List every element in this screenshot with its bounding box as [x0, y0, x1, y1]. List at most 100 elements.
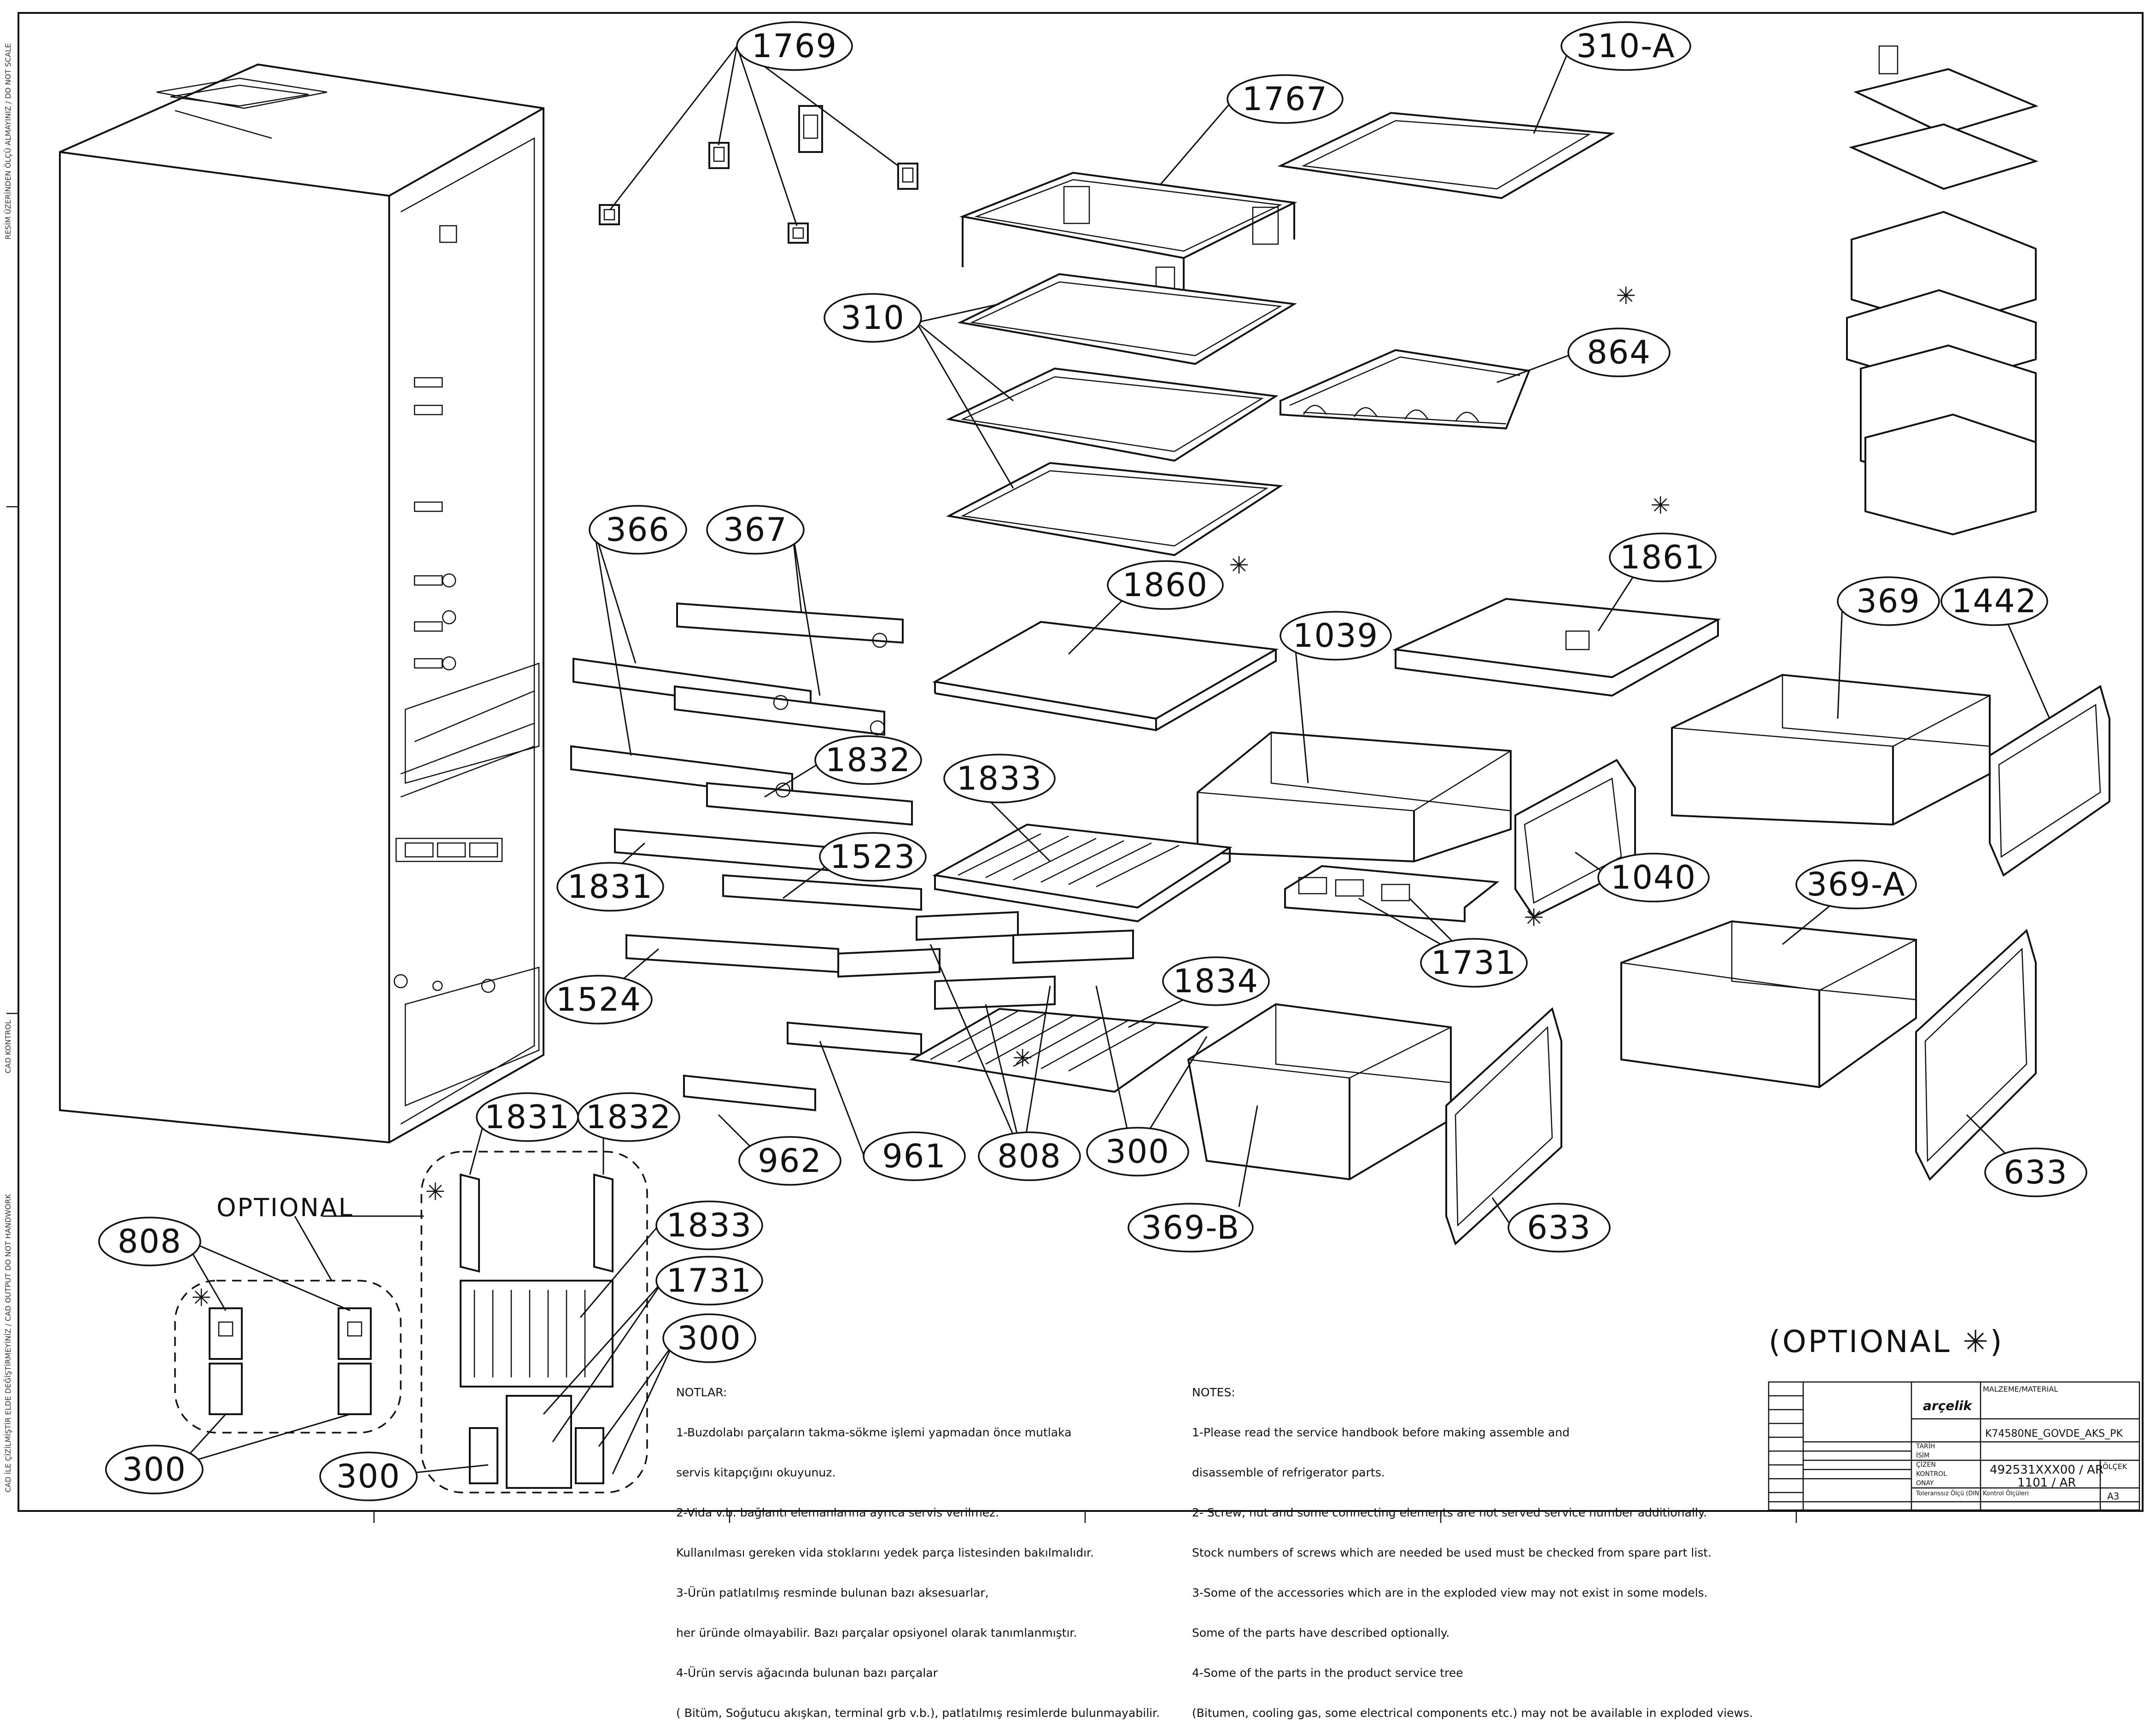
optional-label: OPTIONAL: [216, 1193, 354, 1222]
notes-english-line: 3-Some of the accessories which are in t…: [1192, 1586, 1708, 1599]
callout-1832-optional: 1832: [577, 1092, 680, 1142]
svg-text:1832: 1832: [586, 1098, 672, 1136]
callout-633-middle: 633: [1507, 1203, 1611, 1253]
callout-808-optional: 808: [98, 1217, 201, 1266]
refrigerator-cabinet: [59, 63, 544, 1144]
title-block-surface: Kontrol Ölçüleri: [1983, 1490, 2029, 1497]
svg-text:310: 310: [841, 299, 905, 337]
callout-369: 369: [1837, 576, 1940, 626]
svg-text:1833: 1833: [957, 760, 1042, 797]
drawer-front-1442: [1989, 685, 2110, 877]
notes-english-line: Stock numbers of screws which are needed…: [1192, 1546, 1712, 1559]
svg-text:300: 300: [677, 1319, 742, 1357]
optional-legend: (OPTIONAL ✳): [1769, 1324, 2004, 1359]
svg-text:✳: ✳: [1650, 492, 1671, 520]
svg-text:1834: 1834: [1173, 962, 1259, 1000]
title-block-row-label: KONTROL: [1916, 1470, 1947, 1478]
svg-text:369-A: 369-A: [1806, 866, 1905, 903]
shelf-frames-310: [946, 273, 1297, 556]
ice-trays-808: [837, 911, 1134, 1010]
svg-text:1769: 1769: [752, 27, 837, 65]
svg-text:✳: ✳: [1012, 1045, 1033, 1072]
optional-drawer-kit-parts: [460, 1173, 613, 1489]
callout-300-optional-center: 300: [319, 1452, 418, 1501]
callout-367: 367: [706, 505, 805, 555]
frame-zone-ticks: [6, 506, 1797, 1523]
callout-1831-optional: 1831: [476, 1092, 579, 1142]
callout-1833-main: 1833: [943, 754, 1056, 803]
title-block-row-label: İSİM: [1916, 1452, 1930, 1459]
svg-text:300: 300: [1105, 1133, 1170, 1171]
callout-300-optional-right: 300: [662, 1313, 756, 1363]
callout-1731-main: 1731: [1420, 938, 1528, 988]
svg-text:1831: 1831: [567, 868, 653, 906]
callout-310-a: 310-A: [1560, 21, 1691, 71]
notes-turkish-line: 1-Buzdolabı parçaların takma-sökme işlem…: [676, 1426, 1072, 1439]
callout-864: 864: [1567, 328, 1671, 377]
drawer-369-a: [1620, 920, 1917, 1089]
svg-text:808: 808: [997, 1137, 1062, 1175]
drawer-369: [1671, 673, 1991, 826]
optional-star-markers: ✳ ✳ ✳ ✳ ✳ ✳ ✳: [191, 282, 1671, 1312]
svg-text:367: 367: [723, 511, 788, 549]
title-block-part-number: 492531XXX00 / AR: [1990, 1463, 2103, 1477]
svg-text:1832: 1832: [825, 741, 911, 779]
title-block-row-label: ÇİZEN: [1916, 1461, 1936, 1469]
callout-1524: 1524: [545, 975, 653, 1025]
callout-1832-main: 1832: [814, 735, 922, 785]
svg-text:1833: 1833: [666, 1206, 752, 1244]
title-block-row-label: TARİH: [1916, 1443, 1935, 1450]
notes-english-line: disassemble of refrigerator parts.: [1192, 1466, 1385, 1479]
drawer-front-633-middle: [1445, 1007, 1562, 1246]
svg-text:✳: ✳: [1616, 282, 1636, 310]
svg-text:808: 808: [117, 1223, 182, 1260]
svg-text:962: 962: [758, 1142, 822, 1180]
notes-turkish-line: servis kitapçığını okuyunuz.: [676, 1466, 836, 1479]
optional-808-300-parts: [209, 1307, 372, 1415]
callout-366: 366: [589, 505, 687, 555]
svg-text:1731: 1731: [666, 1262, 752, 1300]
svg-text:366: 366: [606, 511, 670, 549]
notes-english-line: 2- Screw, nut and some connecting elemen…: [1192, 1506, 1707, 1519]
callout-961: 961: [863, 1131, 966, 1181]
svg-text:633: 633: [1527, 1209, 1591, 1247]
title-block-tolerance: Toleranssız Ölçü (DIN): [1916, 1490, 1982, 1497]
tray-1833: [932, 823, 1233, 923]
svg-text:961: 961: [882, 1137, 947, 1175]
notes-english-line: Some of the parts have described optiona…: [1192, 1626, 1450, 1639]
callout-1039: 1039: [1280, 611, 1392, 661]
callout-1442: 1442: [1940, 576, 2048, 626]
svg-text:1524: 1524: [556, 981, 642, 1019]
glass-shelf-1767: [959, 171, 1297, 296]
glass-shelf-310-a: [1277, 111, 1615, 199]
notes-turkish-title: NOTLAR:: [676, 1386, 727, 1399]
svg-text:✳: ✳: [1524, 904, 1544, 932]
svg-text:1039: 1039: [1293, 617, 1379, 655]
svg-text:310-A: 310-A: [1576, 27, 1675, 65]
notes-english-line: (Bitumen, cooling gas, some electrical c…: [1192, 1706, 1753, 1720]
wire-rack-864: [1280, 349, 1531, 430]
callout-962: 962: [738, 1136, 841, 1186]
notes-english-title: NOTES:: [1192, 1386, 1235, 1399]
assembly-overview: [1846, 45, 2039, 536]
callout-300-optional-left: 300: [105, 1445, 204, 1494]
notes-english: NOTES: 1-Please read the service handboo…: [1192, 1359, 1753, 1733]
svg-text:1040: 1040: [1611, 859, 1696, 896]
wire-shelf-1834: [909, 1007, 1209, 1093]
boxes-1731: [1284, 865, 1500, 923]
callout-633-right: 633: [1984, 1148, 2087, 1197]
svg-text:300: 300: [336, 1458, 401, 1495]
notes-turkish-line: Kullanılması gereken vida stoklarını yed…: [676, 1546, 1094, 1559]
svg-text:633: 633: [2004, 1153, 2068, 1191]
title-block-material-label: MALZEME/MATERIAL: [1983, 1385, 2058, 1393]
callout-1861: 1861: [1609, 533, 1717, 582]
svg-text:1523: 1523: [830, 838, 916, 876]
title-block-logo: arçelik: [1923, 1398, 1972, 1413]
notes-turkish-line: 3-Ürün patlatılmış resminde bulunan bazı…: [676, 1586, 989, 1599]
callout-1767: 1767: [1227, 74, 1344, 124]
title-block-scale-value: A3: [2107, 1491, 2120, 1502]
svg-text:1831: 1831: [485, 1098, 570, 1136]
svg-text:300: 300: [122, 1451, 187, 1488]
callout-1523: 1523: [819, 832, 927, 882]
svg-text:✳: ✳: [425, 1178, 445, 1206]
